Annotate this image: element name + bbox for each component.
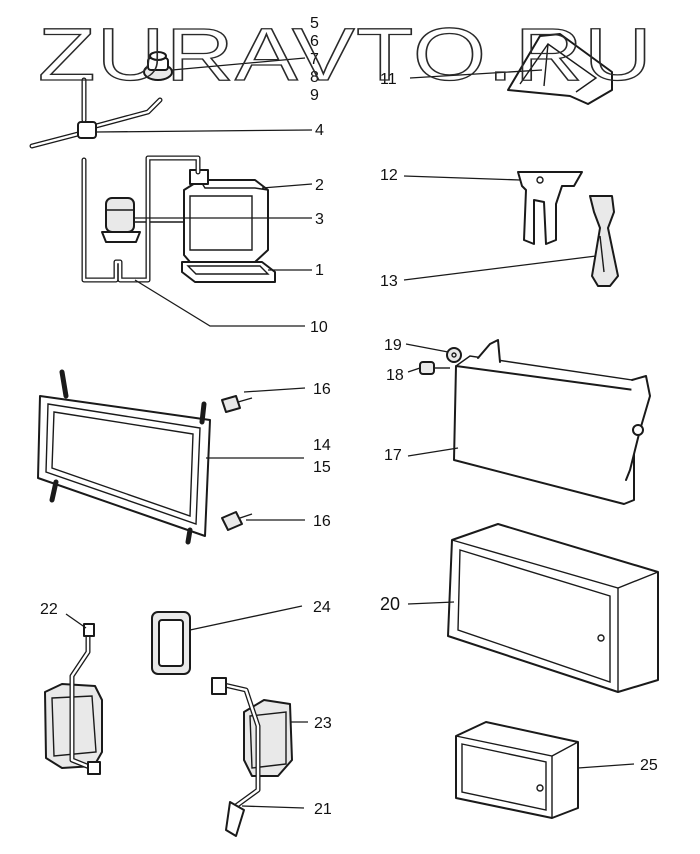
tee-connector bbox=[29, 77, 163, 149]
callout-25: 25 bbox=[640, 757, 658, 774]
sun-visor-frame bbox=[37, 369, 211, 545]
battery-tray-bolt bbox=[419, 361, 450, 375]
callout-14: 14 bbox=[313, 437, 331, 454]
washer-hoses bbox=[81, 155, 201, 283]
visor-screw-top bbox=[221, 395, 253, 413]
callouts: 1 2 3 4 5 6 7 8 9 10 11 12 13 14 15 16 1… bbox=[40, 15, 658, 818]
visor-leaders bbox=[206, 387, 306, 521]
callout-1: 1 bbox=[315, 262, 324, 279]
callout-18: 18 bbox=[386, 367, 404, 384]
callout-6: 6 bbox=[310, 33, 319, 50]
toolbox-large bbox=[447, 523, 659, 693]
battery-tray bbox=[453, 339, 651, 505]
callout-8: 8 bbox=[310, 69, 319, 86]
callout-3: 3 bbox=[315, 211, 324, 228]
callout-7: 7 bbox=[310, 51, 319, 68]
washer-reservoir-tray bbox=[181, 261, 276, 283]
right-leaders bbox=[403, 69, 635, 769]
callout-22: 22 bbox=[40, 601, 58, 618]
callout-16-bottom: 16 bbox=[313, 513, 331, 530]
battery-tray-washer bbox=[446, 347, 462, 363]
watermark-text: ZURAVTO.RU bbox=[38, 13, 653, 96]
callout-17: 17 bbox=[384, 447, 402, 464]
right-mirror bbox=[211, 677, 293, 837]
callout-11: 11 bbox=[380, 71, 397, 88]
callout-15: 15 bbox=[313, 459, 331, 476]
callout-21: 21 bbox=[314, 801, 332, 818]
callout-23: 23 bbox=[314, 715, 332, 732]
callout-10: 10 bbox=[310, 319, 328, 336]
mirror-leaders bbox=[65, 605, 308, 809]
left-mirror bbox=[44, 623, 103, 775]
callout-12: 12 bbox=[380, 167, 398, 184]
jack-support bbox=[507, 33, 613, 105]
callout-20: 20 bbox=[380, 594, 400, 614]
toolbox-small bbox=[455, 721, 579, 819]
washer-reservoir bbox=[183, 169, 269, 263]
lamp-glass bbox=[151, 611, 191, 675]
callout-5: 5 bbox=[310, 15, 319, 32]
callout-13: 13 bbox=[380, 273, 398, 290]
callout-2: 2 bbox=[315, 177, 324, 194]
visor-screw-bottom bbox=[221, 511, 253, 531]
washer-leaders bbox=[95, 57, 313, 327]
washer-nozzle bbox=[143, 51, 173, 81]
spare-wheel-bracket bbox=[517, 171, 583, 245]
callout-19: 19 bbox=[384, 337, 402, 354]
callout-16-top: 16 bbox=[313, 381, 331, 398]
callout-9: 9 bbox=[310, 87, 319, 104]
callout-24: 24 bbox=[313, 599, 331, 616]
wheel-chock bbox=[589, 195, 619, 287]
washer-pump bbox=[101, 197, 184, 243]
callout-4: 4 bbox=[315, 122, 324, 139]
